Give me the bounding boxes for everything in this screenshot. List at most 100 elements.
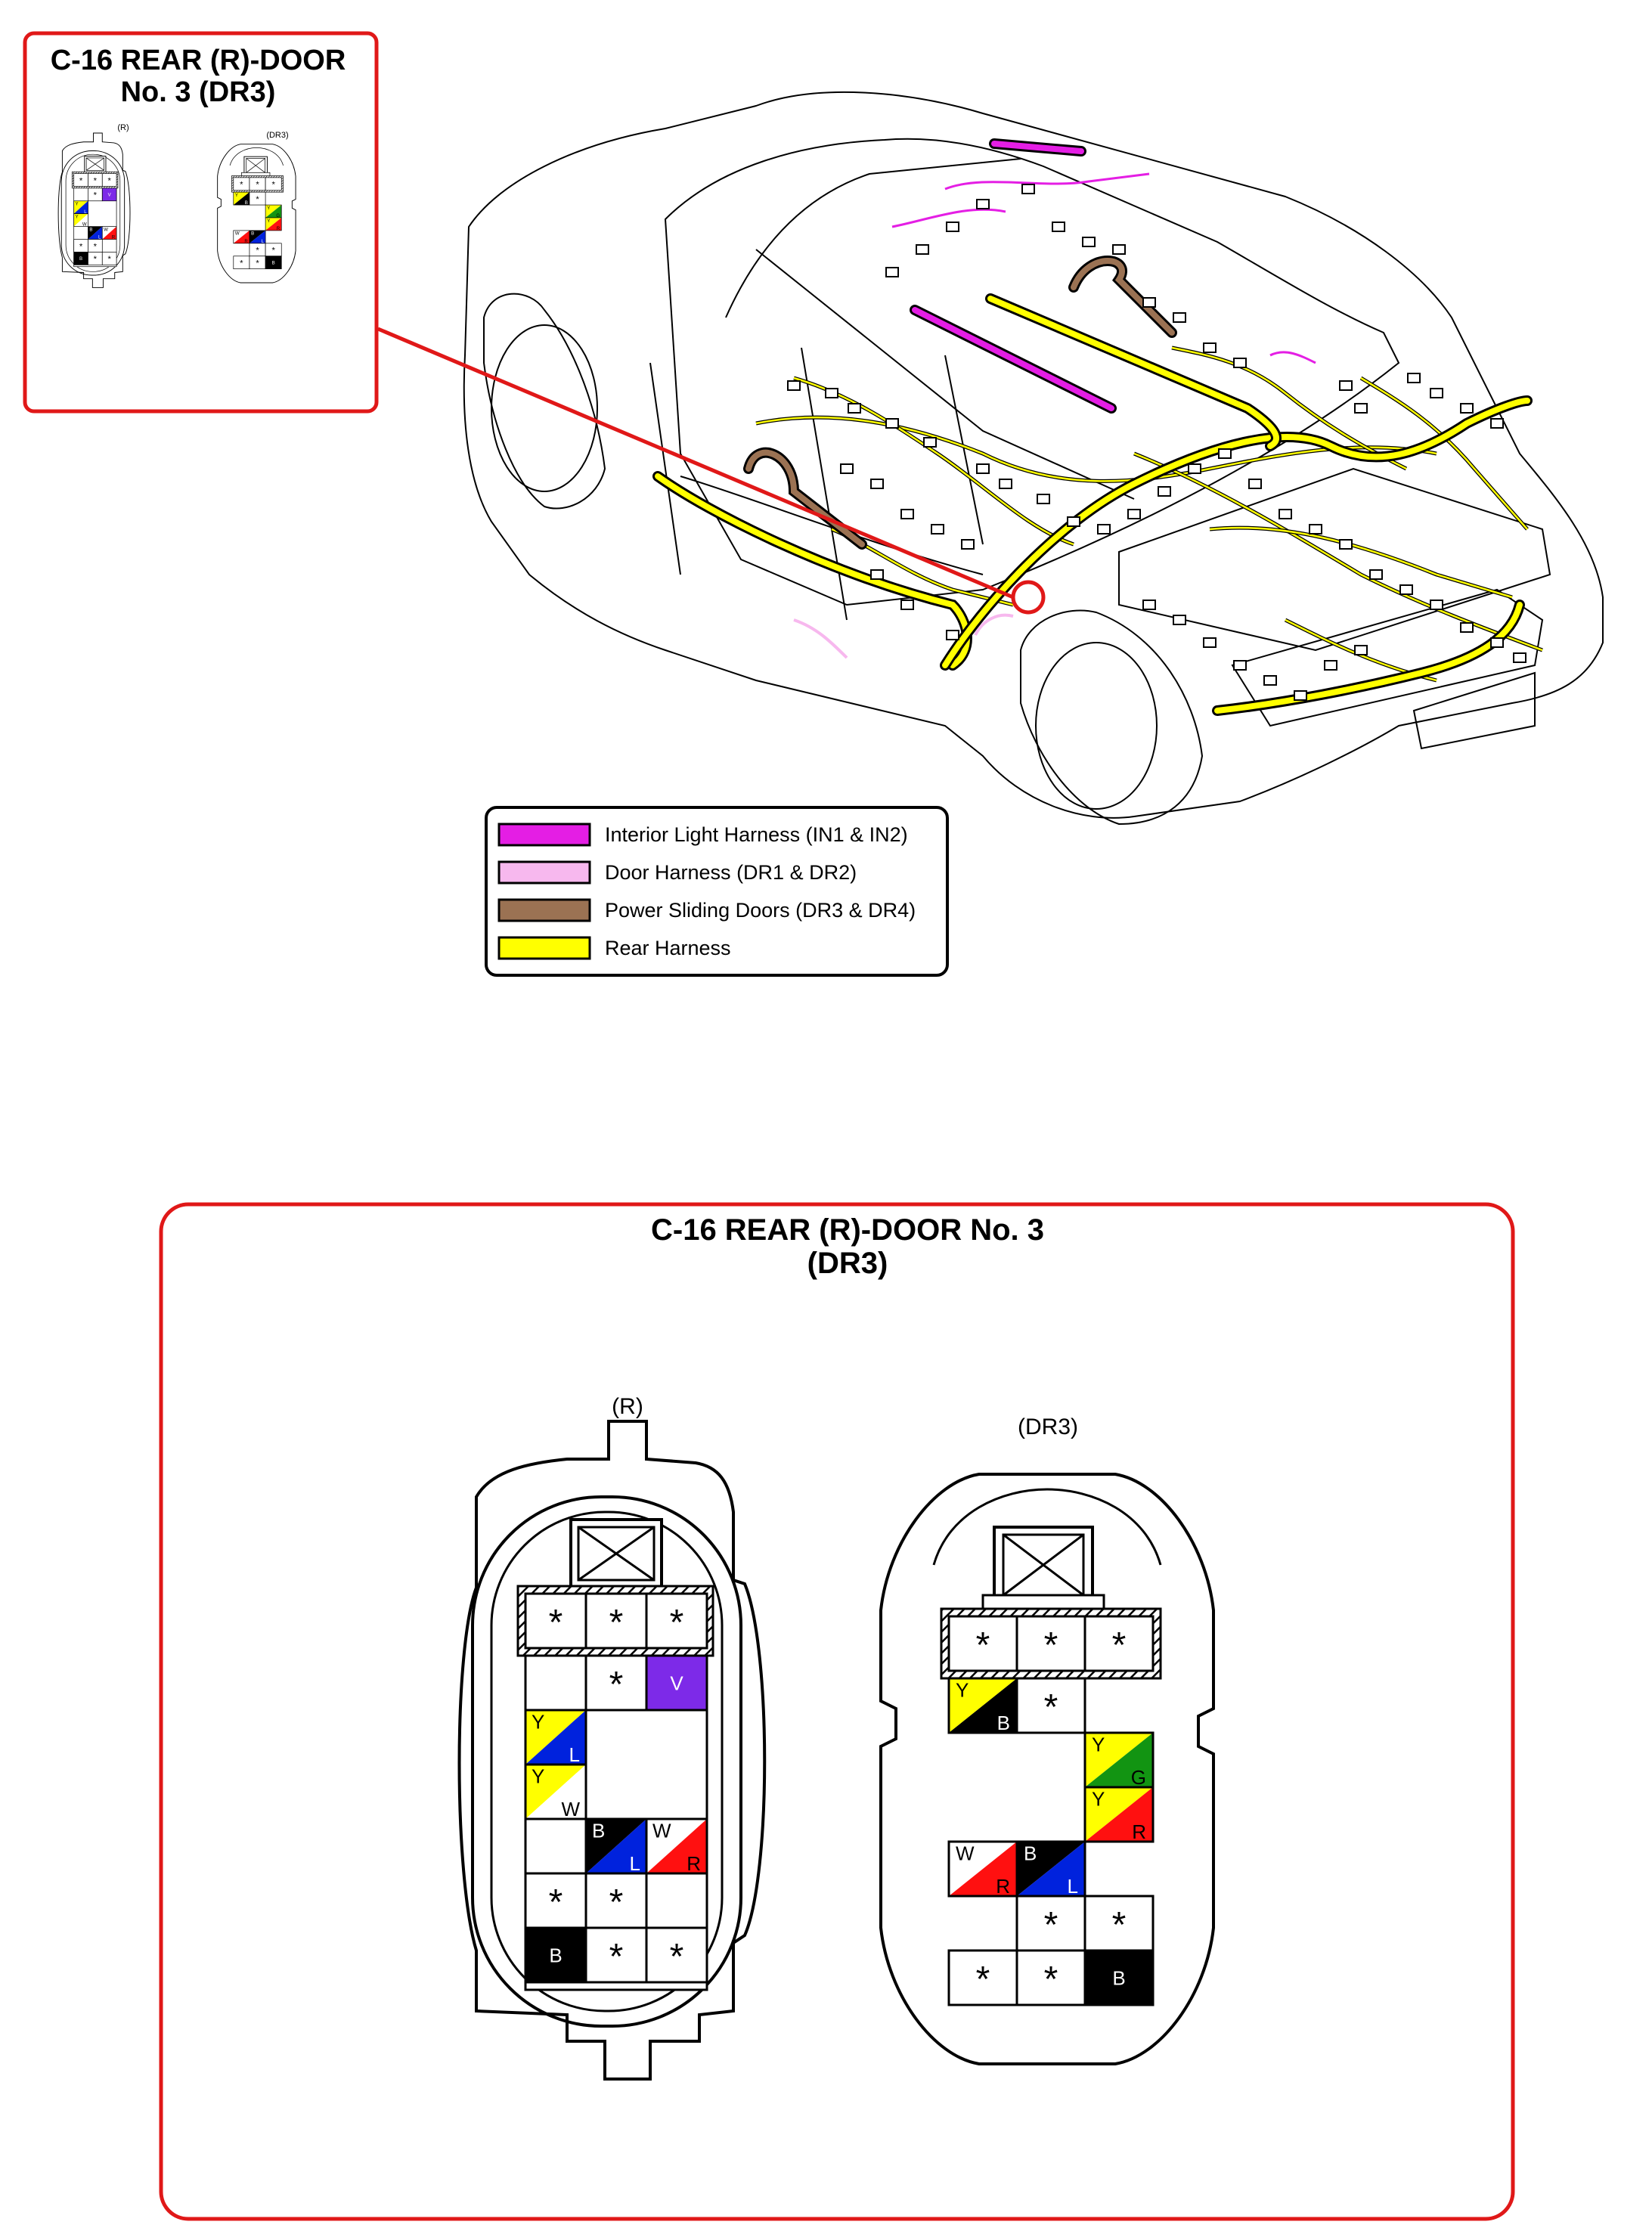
pin-unused-marker: * xyxy=(1044,1687,1058,1727)
interior-light-branch xyxy=(1269,351,1316,364)
wire-color-code: L xyxy=(98,235,101,240)
harness-connector xyxy=(900,600,914,610)
connector-pin: * xyxy=(584,1926,648,1984)
pin-unused-marker: * xyxy=(1112,1625,1127,1665)
pin-cell xyxy=(524,1872,587,1929)
wire-color-code: B xyxy=(245,200,248,206)
wire-color-code: B xyxy=(1112,1966,1125,1989)
harness-connector xyxy=(1513,652,1526,663)
connector-pin: YB xyxy=(947,1677,1018,1734)
connector-pin: * xyxy=(233,256,250,270)
harness-connector xyxy=(1218,448,1232,459)
connector-pin: YR xyxy=(1083,1786,1155,1843)
connector-pin: BL xyxy=(1015,1840,1086,1898)
harness-connector xyxy=(999,479,1012,489)
connector-pin: * xyxy=(88,239,103,253)
pin-color-stripe xyxy=(88,226,103,240)
harness-connector xyxy=(1112,244,1126,255)
connector-pin: BL xyxy=(88,226,103,240)
legend-label: Interior Light Harness (IN1 & IN2) xyxy=(605,823,908,846)
harness-branch xyxy=(1133,452,1543,652)
wire-color-code: L xyxy=(1068,1875,1078,1898)
harness-connector xyxy=(848,403,861,414)
pin-cell xyxy=(645,1592,708,1650)
pin-unused-marker: * xyxy=(670,1603,684,1643)
connector-pin: * xyxy=(233,177,250,191)
wire-color-code: G xyxy=(1131,1766,1146,1789)
harness-connector xyxy=(900,509,914,519)
harness-connector xyxy=(1142,297,1156,308)
connector-pin: * xyxy=(584,1592,648,1650)
inset-left-label: (R) xyxy=(117,123,129,132)
pin-color-stripe xyxy=(233,230,250,243)
pin-cell xyxy=(265,256,282,270)
pin-cell xyxy=(524,1763,587,1820)
harness-connector xyxy=(1460,622,1474,633)
connector-inner-outline xyxy=(65,153,121,272)
connector-pin: * xyxy=(249,191,266,206)
wire-color-code: B xyxy=(549,1944,562,1966)
pin-cell xyxy=(101,252,117,265)
door-harness-branch xyxy=(974,613,1014,636)
legend-label: Door Harness (DR1 & DR2) xyxy=(605,861,857,884)
connector-pin: * xyxy=(249,177,266,191)
harness-connector xyxy=(1430,388,1443,398)
connector-pin: * xyxy=(249,243,266,257)
harness-connector xyxy=(1294,690,1307,701)
pin-cell xyxy=(584,1654,648,1712)
detail-left-label: (R) xyxy=(612,1394,643,1419)
connector-pin: YL xyxy=(73,200,88,215)
pin-unused-marker: * xyxy=(94,242,98,251)
pin-color-stripe xyxy=(586,1819,646,1873)
pin-unused-marker: * xyxy=(256,246,259,256)
wire-color-code: B xyxy=(251,231,254,237)
connector-pin: * xyxy=(947,1615,1018,1672)
connector-pin: * xyxy=(1015,1615,1086,1672)
connector-pin: WR xyxy=(101,226,117,240)
callout-line xyxy=(377,327,1014,600)
connector-pin: YL xyxy=(524,1709,587,1766)
pin-unused-marker: * xyxy=(107,176,111,185)
harness-connector xyxy=(870,479,884,489)
harness-connector xyxy=(923,437,937,448)
pin-unused-marker: * xyxy=(549,1882,563,1923)
pin-cell xyxy=(645,1654,708,1712)
wire-color-code: Y xyxy=(1092,1788,1105,1811)
harness-connector xyxy=(976,463,990,474)
harness-connector xyxy=(916,244,929,255)
pin-unused-marker: * xyxy=(1044,1625,1058,1665)
pin-unused-marker: * xyxy=(609,1882,624,1923)
harness-connector xyxy=(1037,494,1050,504)
wire-color-code: L xyxy=(569,1743,580,1766)
pin-color-primary xyxy=(249,230,266,243)
connector-pin: V xyxy=(101,187,117,202)
connector-latch-cross xyxy=(85,157,104,171)
connector-latch-cross xyxy=(578,1526,655,1582)
connector-inner-outline xyxy=(60,150,126,276)
pin-unused-marker: * xyxy=(107,255,111,264)
harness-connector xyxy=(1460,403,1474,414)
pin-unused-marker: * xyxy=(256,259,259,268)
legend-swatch xyxy=(497,898,591,922)
harness-branch xyxy=(1209,526,1513,599)
harness-trunk xyxy=(912,307,1114,411)
detail-title-line1: C-16 REAR (R)-DOOR No. 3 xyxy=(651,1213,1044,1247)
connector-pin: * xyxy=(249,256,266,270)
wire-color-code: Y xyxy=(267,218,270,224)
pin-unused-marker: * xyxy=(271,246,275,256)
harness-connector xyxy=(1142,600,1156,610)
harness-branch-outline xyxy=(1209,525,1513,600)
door-harness-branch xyxy=(793,618,848,659)
wire-color-code: Y xyxy=(76,214,79,219)
inset-title-line2: No. 3 (DR3) xyxy=(121,76,276,108)
harness-connector xyxy=(1188,463,1201,474)
pin-cell xyxy=(1015,1895,1086,1952)
inset-title-line1: C-16 REAR (R)-DOOR xyxy=(51,45,346,76)
pin-cell xyxy=(947,1615,1018,1672)
pin-color-primary xyxy=(233,192,250,206)
harness-branch xyxy=(1360,376,1528,530)
wire-color-code: V xyxy=(108,193,112,198)
connector-pin: YR xyxy=(265,217,282,231)
harness-connector xyxy=(1339,380,1353,391)
